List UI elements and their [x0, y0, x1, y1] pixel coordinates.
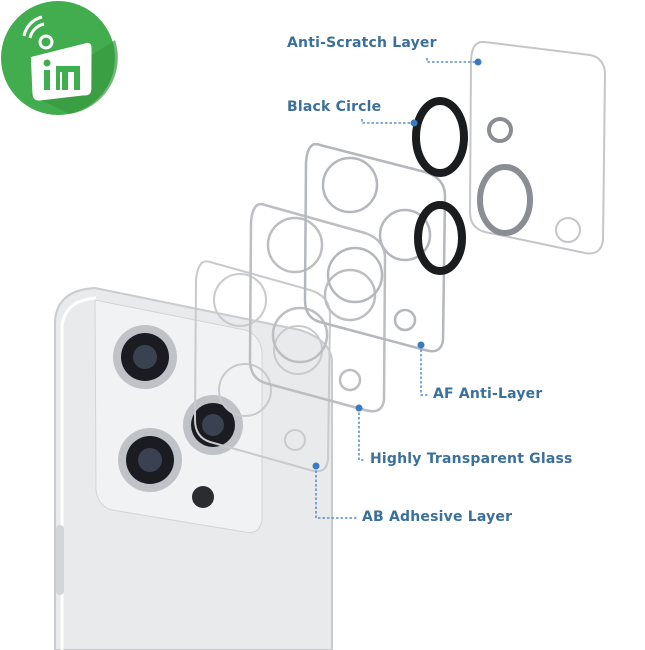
phone-body [54, 286, 333, 650]
label-ab-adhesive-layer: AB Adhesive Layer [362, 509, 513, 525]
leader-dots [312, 58, 482, 470]
af-anti-layer [303, 142, 447, 353]
black-circles [412, 97, 468, 275]
anti-scratch-layer [468, 40, 607, 255]
label-anti-scratch-layer: Anti-Scratch Layer [287, 35, 437, 51]
leader-lines [315, 58, 478, 519]
label-af-anti-layer: AF Anti-Layer [433, 386, 543, 402]
brand-logo [1, 1, 118, 115]
label-highly-transparent-glass: Highly Transparent Glass [370, 451, 573, 467]
label-black-circle: Black Circle [287, 99, 382, 115]
